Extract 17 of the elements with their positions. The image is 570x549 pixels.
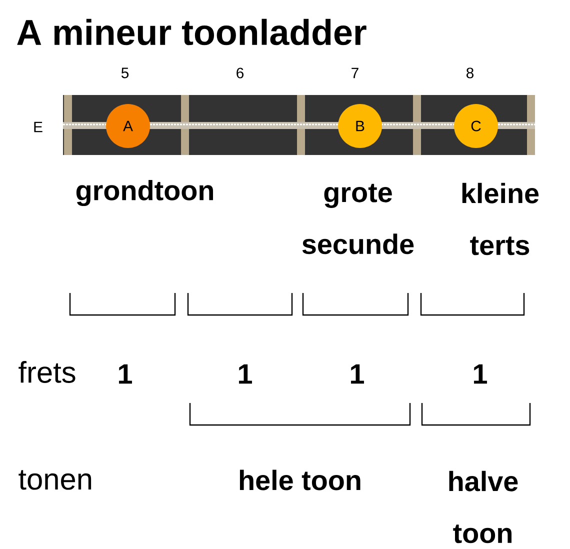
fret-count: 1: [119, 364, 132, 384]
fret-count: 1: [474, 364, 487, 384]
string-name: E: [34, 122, 42, 132]
fret-number: 8: [466, 68, 474, 78]
row-label: tonen: [18, 470, 92, 490]
fret-number: 7: [352, 68, 358, 78]
interval-label: grote secunde: [302, 184, 414, 254]
fret-number: 5: [121, 68, 129, 78]
fret-count: 1: [239, 364, 252, 384]
interval-label: halve toon: [449, 470, 518, 544]
interval-label: hele toon: [240, 470, 360, 490]
fret-count: 1: [351, 364, 364, 384]
interval-label: kleine terts: [462, 182, 539, 256]
title: A mineur toonladder: [17, 18, 366, 46]
interval-label: grondtoon: [76, 180, 213, 206]
row-label: frets: [18, 361, 76, 383]
fret-number: 6: [236, 68, 244, 78]
